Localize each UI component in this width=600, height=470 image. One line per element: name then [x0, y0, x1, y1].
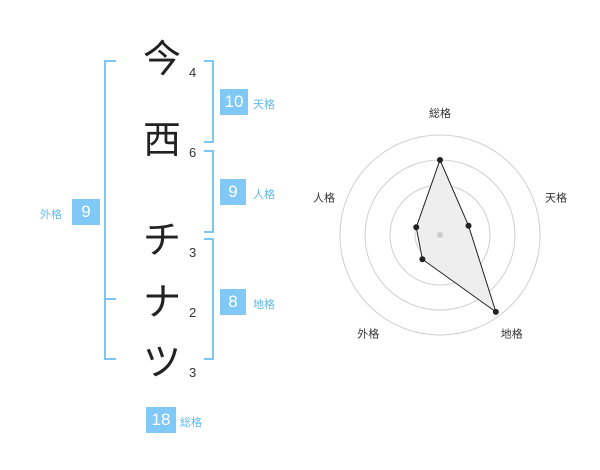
soukaku-label: 総格	[180, 416, 202, 429]
name-char-3: チ	[142, 218, 181, 262]
radar-point-2	[465, 222, 472, 229]
radar-series-polygon	[415, 158, 497, 314]
stroke-count-2: 6	[189, 145, 197, 160]
radar-ring	[339, 134, 541, 336]
chikaku-bracket	[204, 238, 214, 360]
stroke-count-5: 3	[189, 365, 197, 380]
radar-axis-label-5: 人格	[313, 190, 335, 204]
gaikaku-bracket-tick	[104, 298, 116, 300]
radar-center-point	[437, 232, 443, 238]
gaikaku-label: 外格	[40, 208, 62, 221]
gaikaku-bracket	[104, 60, 116, 360]
chikaku-label: 地格	[253, 298, 275, 311]
radar-point-1	[437, 157, 443, 163]
soukaku-value-badge: 18	[146, 407, 176, 433]
chikaku-value-badge: 8	[220, 289, 246, 315]
stroke-count-1: 4	[189, 65, 197, 80]
radar-point-5	[413, 224, 420, 231]
name-char-2: 西	[142, 118, 181, 162]
tenkaku-label: 天格	[253, 98, 275, 111]
stroke-count-4: 2	[189, 305, 197, 320]
radar-axis-label-1: 総格	[429, 106, 451, 120]
radar-axis-label-2: 天格	[545, 190, 567, 204]
jinkaku-bracket	[204, 150, 214, 233]
name-char-1: 今	[142, 37, 181, 81]
name-char-5: ツ	[142, 340, 181, 384]
gaikaku-value-badge: 9	[72, 199, 100, 225]
tenkaku-value-badge: 10	[220, 89, 248, 115]
radar-axis-label-4: 外格	[357, 327, 379, 341]
tenkaku-bracket	[204, 60, 214, 143]
jinkaku-value-badge: 9	[220, 179, 246, 205]
stroke-count-3: 3	[189, 245, 197, 260]
name-char-4: ナ	[142, 280, 181, 324]
radar-point-4	[419, 256, 426, 263]
radar-point-3	[492, 308, 499, 315]
radar-axis-label-3: 地格	[501, 327, 523, 341]
jinkaku-label: 人格	[253, 188, 275, 201]
